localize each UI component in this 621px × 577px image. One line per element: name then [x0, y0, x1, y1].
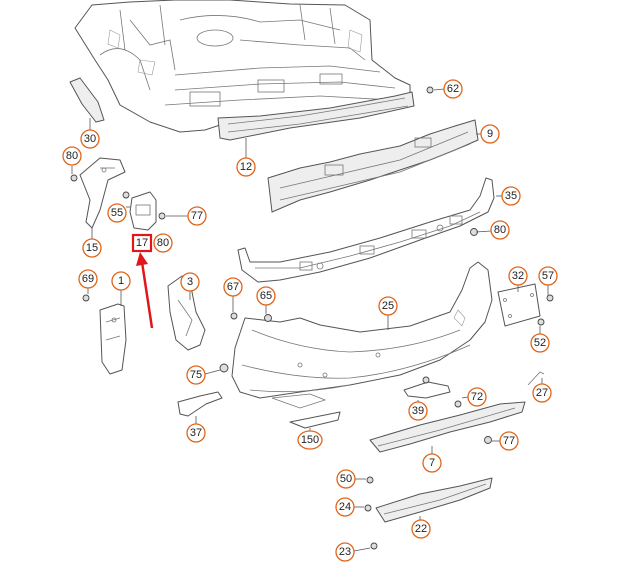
- callout-32: 32: [508, 266, 528, 286]
- svg-text:35: 35: [505, 190, 517, 202]
- svg-text:3: 3: [187, 276, 193, 288]
- svg-text:27: 27: [536, 387, 548, 399]
- callout-1: 1: [111, 271, 131, 291]
- part-150-trim: [289, 411, 341, 429]
- part-35-bumper-bracket: [237, 177, 495, 283]
- svg-text:75: 75: [190, 369, 202, 381]
- callout-9: 9: [480, 124, 500, 144]
- callout-65: 65: [256, 286, 276, 306]
- callout-80: 80: [153, 233, 173, 253]
- callout-30: 30: [80, 129, 100, 149]
- callout-55: 55: [107, 203, 127, 223]
- callout-25: 25: [378, 296, 398, 316]
- svg-text:80: 80: [157, 237, 169, 249]
- svg-text:65: 65: [260, 290, 272, 302]
- svg-text:50: 50: [340, 473, 352, 485]
- svg-text:80: 80: [66, 150, 78, 162]
- callout-35: 35: [501, 186, 521, 206]
- callout-150: 150: [297, 430, 323, 450]
- svg-text:57: 57: [542, 270, 554, 282]
- svg-text:22: 22: [415, 523, 427, 535]
- part-39-bracket: [403, 376, 451, 399]
- callout-3: 3: [180, 272, 200, 292]
- svg-text:67: 67: [227, 281, 239, 293]
- highlight-arrow: [136, 252, 154, 329]
- part-37-bracket: [177, 391, 223, 417]
- svg-text:15: 15: [86, 242, 98, 254]
- callout-67: 67: [223, 277, 243, 297]
- svg-text:55: 55: [111, 207, 123, 219]
- part-1-bracket: [99, 303, 127, 375]
- callout-52: 52: [530, 333, 550, 353]
- part-32-plate: [497, 283, 541, 327]
- callout-80: 80: [62, 146, 82, 166]
- callout-80: 80: [490, 220, 510, 240]
- svg-text:32: 32: [512, 270, 524, 282]
- svg-text:23: 23: [339, 546, 351, 558]
- svg-text:9: 9: [487, 128, 493, 140]
- callout-39: 39: [408, 401, 428, 421]
- svg-text:39: 39: [412, 405, 424, 417]
- callout-24: 24: [335, 497, 355, 517]
- svg-text:77: 77: [191, 210, 203, 222]
- svg-text:62: 62: [447, 83, 459, 95]
- part-12-impact-bar: [217, 91, 415, 141]
- svg-text:72: 72: [471, 391, 483, 403]
- svg-text:17: 17: [136, 237, 148, 249]
- part-7-spoiler: [369, 401, 526, 453]
- part-22-trim: [375, 477, 493, 523]
- part-15-bracket: [79, 157, 126, 229]
- part-30-trim: [69, 77, 105, 123]
- svg-text:25: 25: [382, 300, 394, 312]
- callout-72: 72: [467, 387, 487, 407]
- callout-17-highlighted: 17: [131, 233, 153, 253]
- callout-62: 62: [443, 79, 463, 99]
- svg-text:12: 12: [240, 161, 252, 173]
- leader-lines: [71, 88, 549, 552]
- callout-7: 7: [422, 453, 442, 473]
- svg-text:24: 24: [339, 501, 351, 513]
- part-55-clip: [122, 191, 157, 231]
- svg-text:150: 150: [301, 434, 319, 446]
- callout-23: 23: [335, 542, 355, 562]
- svg-text:37: 37: [190, 427, 202, 439]
- callout-12: 12: [236, 157, 256, 177]
- callout-77: 77: [187, 206, 207, 226]
- svg-text:80: 80: [494, 224, 506, 236]
- callout-50: 50: [336, 469, 356, 489]
- part-9-energy-absorber: [267, 119, 479, 213]
- rear-body-structure: [74, 0, 411, 133]
- svg-text:7: 7: [429, 457, 435, 469]
- part-25-bumper-cover: [231, 261, 493, 409]
- callout-15: 15: [82, 238, 102, 258]
- svg-text:1: 1: [118, 275, 124, 287]
- callout-22: 22: [411, 519, 431, 539]
- svg-text:30: 30: [84, 133, 96, 145]
- callout-77: 77: [499, 431, 519, 451]
- svg-text:77: 77: [503, 435, 515, 447]
- svg-text:52: 52: [534, 337, 546, 349]
- callout-37: 37: [186, 423, 206, 443]
- callout-27: 27: [532, 383, 552, 403]
- callout-69: 69: [78, 269, 98, 289]
- callout-75: 75: [186, 365, 206, 385]
- callout-57: 57: [538, 266, 558, 286]
- svg-text:69: 69: [82, 273, 94, 285]
